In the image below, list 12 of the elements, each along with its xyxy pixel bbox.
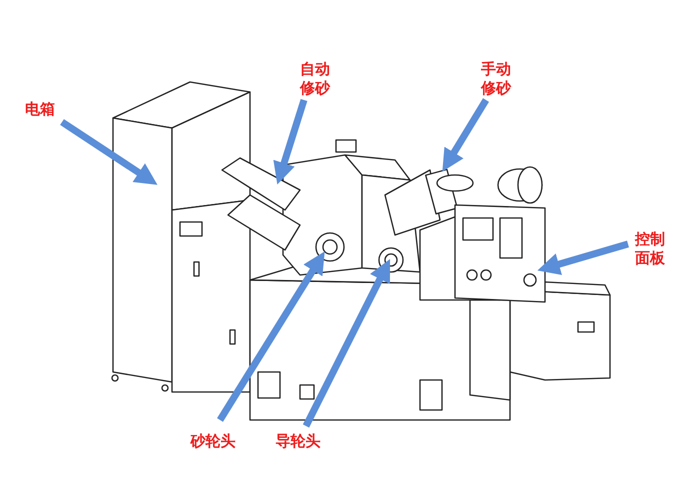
arrow <box>60 119 158 185</box>
callout-label: 电箱 <box>20 100 60 119</box>
arrow <box>537 240 629 275</box>
arrow <box>442 98 489 172</box>
callout-label: 手动修砂 <box>479 60 513 98</box>
arrow <box>273 98 308 185</box>
callout-label: 自动修砂 <box>298 60 332 98</box>
callout-label: 砂轮头 <box>187 432 239 451</box>
callout-label: 导轮头 <box>272 432 324 451</box>
arrow <box>217 251 325 422</box>
callout-label: 控制面板 <box>633 230 667 268</box>
arrow <box>302 259 390 428</box>
